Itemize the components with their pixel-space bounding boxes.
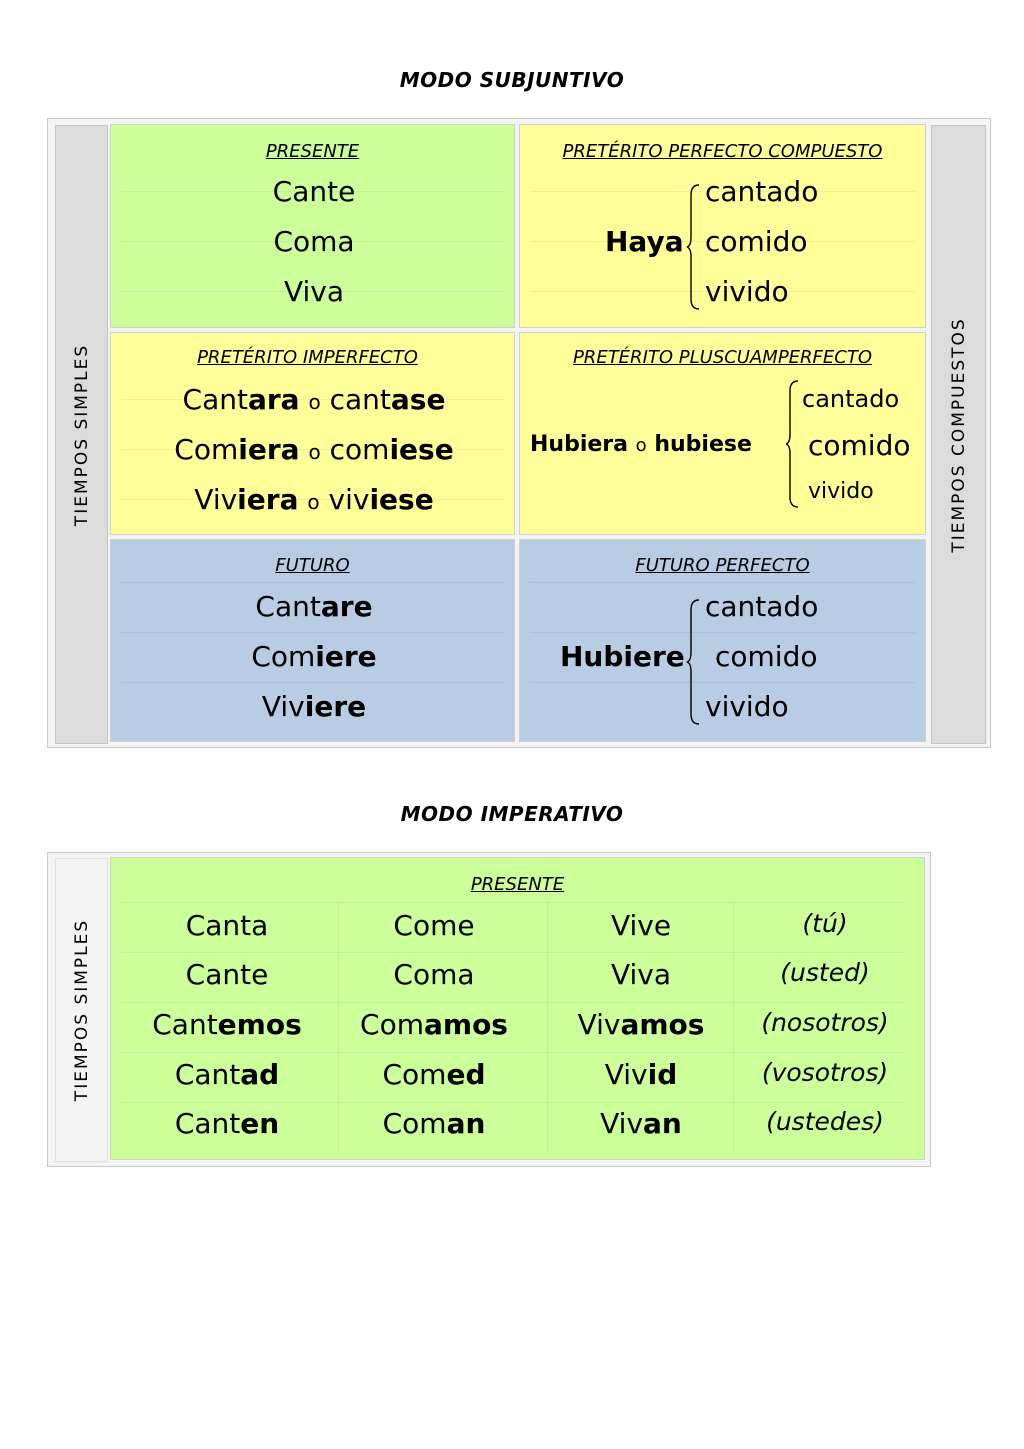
side-label-text: TIEMPOS SIMPLES (71, 918, 92, 1102)
curly-brace-icon (686, 184, 700, 310)
conjugation: Viva (283, 275, 345, 308)
participle: cantado (705, 590, 819, 623)
cell-title: FUTURO PERFECTO (635, 555, 810, 576)
conjugation: Coma (273, 225, 355, 258)
cell-presente: PRESENTE Cante Coma Viva (110, 124, 515, 328)
participle: cantado (705, 175, 819, 208)
participle: comido (705, 225, 808, 258)
cell-futuro-perfecto: FUTURO PERFECTO Hubiere cantado comido v… (519, 539, 926, 742)
cell-imperativo-presente: PRESENTE Canta Come Vive (tú) Cante Coma… (110, 857, 925, 1160)
side-label-simples: TIEMPOS SIMPLES (55, 125, 108, 744)
conjugation-vivir: Vivan (600, 1107, 682, 1140)
participle: vivido (808, 479, 874, 504)
side-label-text: TIEMPOS COMPUESTOS (948, 316, 969, 553)
conjugation-vivir: Vivid (604, 1058, 678, 1091)
cell-preterito-perfecto: PRETÉRITO PERFECTO COMPUESTO Haya cantad… (519, 124, 926, 328)
auxiliary-verb: Haya (605, 225, 684, 258)
conjugation-cantar: Cantad (174, 1058, 280, 1091)
conjugation-comer: Come (393, 909, 475, 942)
cell-title: PRETÉRITO PLUSCUAMPERFECTO (572, 347, 873, 368)
cell-title: PRESENTE (470, 874, 565, 895)
imperativo-title: MODO IMPERATIVO (400, 802, 624, 826)
side-label-simples: TIEMPOS SIMPLES (55, 858, 108, 1162)
conjugation-cantar: Canta (185, 909, 269, 942)
conjugation-cantar: Cante (185, 958, 269, 991)
pronoun: (vosotros) (761, 1058, 889, 1087)
conjugation-comer: Comamos (360, 1008, 508, 1041)
participle: vivido (705, 690, 789, 723)
curly-brace-icon (686, 599, 700, 725)
conjugation-vivir: Vive (610, 909, 672, 942)
pronoun: (tú) (802, 909, 848, 938)
side-label-compuestos: TIEMPOS COMPUESTOS (931, 125, 986, 744)
auxiliary-verb: Hubiera o hubiese (530, 432, 752, 457)
pronoun: (nosotros) (761, 1008, 889, 1037)
cell-title: FUTURO (275, 555, 350, 576)
conjugation-comer: Coman (382, 1107, 486, 1140)
cell-title: PRETÉRITO IMPERFECTO (197, 347, 418, 368)
auxiliary-verb: Hubiere (560, 640, 685, 673)
participle: vivido (705, 275, 789, 308)
participle: comido (715, 640, 818, 673)
conjugation-vivir: Vivamos (577, 1008, 705, 1041)
cell-futuro: FUTURO Cantare Comiere Viviere (110, 539, 515, 742)
cell-preterito-imperfecto: PRETÉRITO IMPERFECTO Cantara o cantase C… (110, 332, 515, 535)
conjugation-cantar: Cantemos (152, 1008, 302, 1041)
curly-brace-icon (785, 380, 799, 508)
conjugation: Cantare (255, 590, 373, 623)
participle: cantado (802, 385, 900, 413)
conjugation-cantar: Canten (174, 1107, 280, 1140)
conjugation: Cante (272, 175, 356, 208)
side-label-text: TIEMPOS SIMPLES (71, 343, 92, 526)
conjugation-comer: Coma (393, 958, 475, 991)
pronoun: (usted) (780, 958, 870, 987)
conjugation-vivir: Viva (610, 958, 672, 991)
conjugation: Comiere (251, 640, 377, 673)
subjuntivo-title: MODO SUBJUNTIVO (399, 68, 625, 92)
cell-title: PRESENTE (265, 141, 360, 162)
conjugation: Viviere (261, 690, 367, 723)
cell-title: PRETÉRITO PERFECTO COMPUESTO (562, 141, 883, 162)
conjugation-pair: Comiera o comiese (174, 433, 454, 466)
conjugation-pair: Cantara o cantase (182, 383, 446, 416)
participle: comido (808, 429, 911, 462)
pronoun: (ustedes) (766, 1107, 884, 1136)
cell-preterito-pluscuamperfecto: PRETÉRITO PLUSCUAMPERFECTO Hubiera o hub… (519, 332, 926, 535)
conjugation-comer: Comed (382, 1058, 486, 1091)
conjugation-pair: Viviera o viviese (194, 483, 434, 516)
